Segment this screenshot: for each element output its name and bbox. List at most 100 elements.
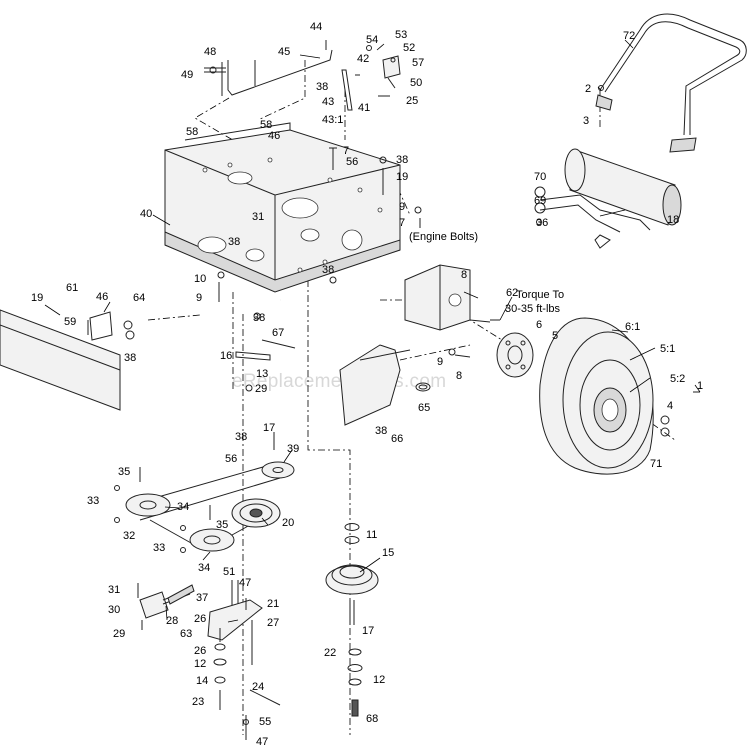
callout-label: 29 bbox=[255, 383, 267, 395]
callout-label: 25 bbox=[406, 95, 418, 107]
callout-label: 7 bbox=[343, 145, 349, 157]
callout-label: 55 bbox=[259, 716, 271, 728]
callout-label: 69 bbox=[534, 195, 546, 207]
callout-label: 64 bbox=[133, 292, 145, 304]
callout-label: 72 bbox=[623, 30, 635, 42]
callout-label: 70 bbox=[534, 171, 546, 183]
callout-label: 2 bbox=[585, 83, 591, 95]
callout-label: 68 bbox=[366, 713, 378, 725]
engine-pulley bbox=[325, 523, 379, 717]
callout-label: 20 bbox=[282, 517, 294, 529]
rear-shield bbox=[0, 309, 135, 411]
engine-bolts-note: (Engine Bolts) bbox=[409, 231, 478, 243]
callout-label: 59 bbox=[64, 316, 76, 328]
mounting-plate bbox=[339, 344, 411, 426]
callout-label: 29 bbox=[113, 628, 125, 640]
callout-label: 28 bbox=[166, 615, 178, 627]
callout-label: 19 bbox=[396, 171, 408, 183]
torque-note-line2: 30-35 ft-lbs bbox=[505, 303, 561, 315]
callout-label: 35 bbox=[118, 466, 130, 478]
callout-label: 65 bbox=[418, 402, 430, 414]
callout-label: 56 bbox=[346, 156, 358, 168]
callout-label: 3 bbox=[583, 115, 589, 127]
wheel-hub bbox=[448, 319, 534, 378]
leader-lines bbox=[44, 39, 701, 623]
callout-label: 38 bbox=[124, 352, 136, 364]
spacer-ring bbox=[415, 382, 431, 392]
belt-drive bbox=[114, 432, 295, 553]
callout-label: 5:1 bbox=[660, 343, 675, 355]
callout-label: 58 bbox=[260, 119, 272, 131]
callout-label: 41 bbox=[358, 102, 370, 114]
callout-label: 47 bbox=[239, 577, 251, 589]
idler-arm bbox=[137, 580, 263, 710]
callout-label: 12 bbox=[373, 674, 385, 686]
muffler bbox=[534, 148, 682, 249]
callout-label: 50 bbox=[410, 77, 422, 89]
callout-label: 27 bbox=[267, 617, 279, 629]
callout-label: 17 bbox=[263, 422, 275, 434]
callout-label: 52 bbox=[403, 42, 415, 54]
callout-label: 6 bbox=[536, 319, 542, 331]
callout-label: 53 bbox=[395, 29, 407, 41]
callout-label: 45 bbox=[278, 46, 290, 58]
callout-label: 38 bbox=[316, 81, 328, 93]
callout-label: 49 bbox=[181, 69, 193, 81]
callout-label: 4 bbox=[667, 400, 673, 412]
callout-label: 23 bbox=[192, 696, 204, 708]
callout-label: 34 bbox=[177, 501, 189, 513]
callout-label: 37 bbox=[196, 592, 208, 604]
callout-label: 38 bbox=[228, 236, 240, 248]
idler-linkage bbox=[235, 339, 296, 392]
callout-label: 67 bbox=[272, 327, 284, 339]
handle-bar bbox=[595, 13, 747, 153]
callout-label: 62 bbox=[506, 287, 518, 299]
callout-label: 35 bbox=[216, 519, 228, 531]
callout-label: 44 bbox=[310, 21, 322, 33]
callout-label: 40 bbox=[140, 208, 152, 220]
callout-label: 61 bbox=[66, 282, 78, 294]
callout-label: 38 bbox=[396, 154, 408, 166]
callout-label: 32 bbox=[123, 530, 135, 542]
callout-label: 9 bbox=[437, 356, 443, 368]
control-rod bbox=[243, 689, 281, 740]
callout-label: 54 bbox=[366, 34, 378, 46]
callout-label: 21 bbox=[267, 598, 279, 610]
callout-label: 34 bbox=[198, 562, 210, 574]
callout-label: 6:1 bbox=[625, 321, 640, 333]
drive-wheel bbox=[539, 317, 700, 475]
callout-label: 58 bbox=[186, 126, 198, 138]
callout-label: 18 bbox=[667, 214, 679, 226]
callout-label: 42 bbox=[357, 53, 369, 65]
callout-label: 15 bbox=[382, 547, 394, 559]
callout-label: 57 bbox=[412, 57, 424, 69]
callout-label: 48 bbox=[204, 46, 216, 58]
callout-label: 38 bbox=[235, 431, 247, 443]
callout-label: 19 bbox=[31, 292, 43, 304]
callout-label: 26 bbox=[194, 645, 206, 657]
callout-label: 36 bbox=[536, 217, 548, 229]
callout-label: 14 bbox=[196, 675, 208, 687]
callout-label: 12 bbox=[194, 658, 206, 670]
callout-label: 30 bbox=[108, 604, 120, 616]
callout-label: 9 bbox=[399, 201, 405, 213]
notes: (Engine Bolts) Torque To 30-35 ft-lbs bbox=[409, 231, 564, 315]
callout-label: 38 bbox=[322, 264, 334, 276]
callout-label: 43:1 bbox=[322, 114, 343, 126]
callout-label: 5:2 bbox=[670, 373, 685, 385]
callout-label: 11 bbox=[366, 529, 377, 541]
frame-fasteners bbox=[217, 147, 422, 320]
callout-label: 47 bbox=[256, 736, 268, 748]
callout-label: 10 bbox=[194, 273, 206, 285]
callout-label: 31 bbox=[252, 211, 264, 223]
callout-label: 31 bbox=[108, 584, 120, 596]
callout-label: 1 bbox=[697, 380, 703, 392]
callout-label: 8 bbox=[461, 269, 467, 281]
callout-label: 46 bbox=[268, 130, 280, 142]
callout-label: 63 bbox=[180, 628, 192, 640]
callout-label: 39 bbox=[287, 443, 299, 455]
callout-label: 9 bbox=[196, 292, 202, 304]
callout-label: 5 bbox=[552, 330, 558, 342]
